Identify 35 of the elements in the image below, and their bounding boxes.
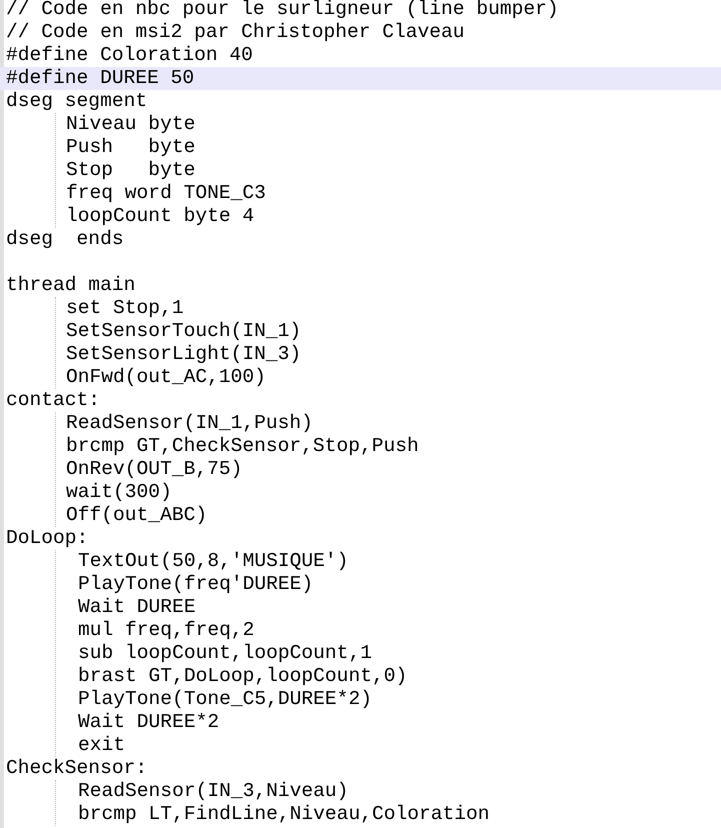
code-line: contact:: [6, 389, 100, 412]
code-line: #define DUREE 50: [6, 67, 194, 90]
code-line: set Stop,1: [66, 297, 184, 320]
code-line: TextOut(50,8,'MUSIQUE'): [78, 550, 348, 573]
code-line: dseg ends: [6, 228, 124, 251]
code-line: ReadSensor(IN_3,Niveau): [78, 780, 348, 803]
code-line: #define Coloration 40: [6, 44, 253, 67]
code-line: SetSensorLight(IN_3): [66, 343, 302, 366]
code-line: OnFwd(out_AC,100): [66, 366, 266, 389]
code-line: brcmp LT,FindLine,Niveau,Coloration: [78, 803, 490, 826]
code-line: Wait DUREE: [78, 596, 196, 619]
code-line: dseg segment: [6, 90, 148, 113]
code-line: OnRev(OUT_B,75): [66, 458, 242, 481]
code-line: sub loopCount,loopCount,1: [78, 642, 372, 665]
code-line: CheckSensor:: [6, 757, 148, 780]
code-line: Stop byte: [66, 159, 196, 182]
code-line: loopCount byte 4: [66, 205, 254, 228]
code-line: Push byte: [66, 136, 196, 159]
code-line: exit: [78, 734, 126, 757]
code-line: thread main: [6, 274, 136, 297]
code-line: brast GT,DoLoop,loopCount,0): [78, 665, 408, 688]
code-line: mul freq,freq,2: [78, 619, 254, 642]
code-line: DoLoop:: [6, 527, 88, 550]
code-line: Off(out_ABC): [66, 504, 208, 527]
code-line: wait(300): [66, 481, 172, 504]
code-line: Wait DUREE*2: [78, 711, 220, 734]
code-line: freq word TONE_C3: [66, 182, 266, 205]
code-line: PlayTone(Tone_C5,DUREE*2): [78, 688, 372, 711]
code-line: SetSensorTouch(IN_1): [66, 320, 302, 343]
code-line: // Code en nbc pour le surligneur (line bumper): [6, 0, 559, 21]
code-line: PlayTone(freq'DUREE): [78, 573, 314, 596]
code-line: ReadSensor(IN_1,Push): [66, 412, 313, 435]
code-line: brcmp GT,CheckSensor,Stop,Push: [66, 435, 419, 458]
code-line: // Code en msi2 par Christopher Claveau: [6, 21, 465, 44]
code-line: Niveau byte: [66, 113, 196, 136]
